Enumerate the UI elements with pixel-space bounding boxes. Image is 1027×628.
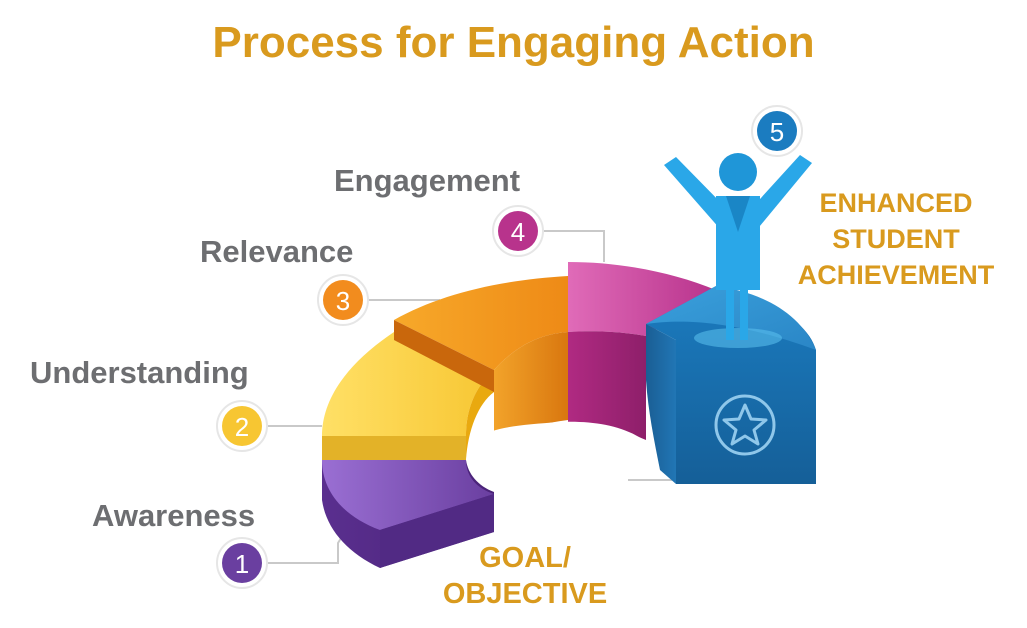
step-2-number: 2	[235, 412, 249, 442]
step-1-marker: 1	[216, 537, 268, 589]
step-3-number: 3	[336, 286, 350, 316]
segment-engagement	[568, 262, 716, 440]
goal-objective-label: GOAL/ OBJECTIVE	[420, 540, 630, 613]
segment-awareness	[322, 460, 494, 568]
step-5-number: 5	[770, 117, 784, 147]
goal-line-1: GOAL/	[479, 542, 571, 574]
step-1-number: 1	[235, 549, 249, 579]
person-arms-raised-icon	[664, 153, 812, 340]
step-4-marker: 4	[492, 205, 544, 257]
achievement-label: ENHANCED STUDENT ACHIEVEMENT	[776, 186, 1016, 294]
segment-relevance	[394, 276, 568, 450]
page-title: Process for Engaging Action	[212, 18, 815, 67]
step-2-marker: 2	[216, 400, 268, 452]
step-5-marker: 5	[751, 105, 803, 157]
step-3-label: Relevance	[200, 234, 354, 269]
goal-line-2: OBJECTIVE	[442, 578, 608, 611]
step-4-label: Engagement	[334, 163, 521, 198]
star-icon	[714, 394, 776, 456]
step-2-label: Understanding	[30, 355, 249, 390]
achievement-line-2: STUDENT	[832, 223, 960, 254]
step-1-label: Awareness	[92, 498, 256, 533]
achievement-line-1: ENHANCED	[819, 188, 973, 218]
step-4-number: 4	[511, 217, 525, 247]
achievement-line-3: ACHIEVEMENT	[797, 259, 995, 290]
step-3-marker: 3	[317, 274, 369, 326]
